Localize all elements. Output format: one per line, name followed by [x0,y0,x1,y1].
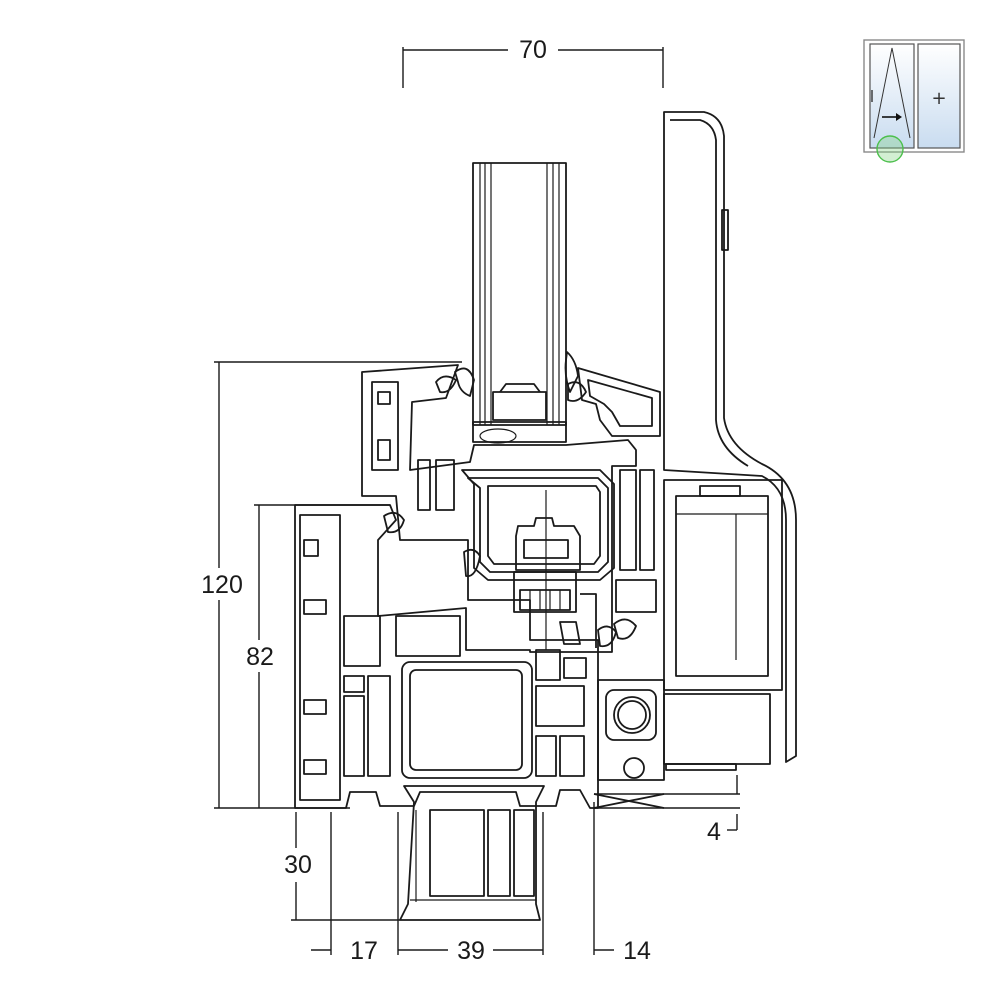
dimension-overlap: 4 [594,775,740,846]
dimension-overall-height: 120 [201,361,462,809]
glazing-bead [577,367,661,437]
dimension-top-width: 70 [402,36,664,88]
external-cover [663,111,797,763]
glass-unit [472,162,567,444]
window-thumbnail[interactable]: + [863,39,965,163]
dim-label-39: 39 [457,937,485,965]
dim-label-82: 82 [246,643,274,671]
plus-icon: + [931,88,946,109]
dimension-bottom-row: 17 39 14 [311,802,651,965]
dim-label-17: 17 [350,937,378,965]
hardware-assembly [513,490,597,650]
dim-label-14: 14 [623,937,651,965]
dim-label-4: 4 [707,818,721,846]
dim-label-70: 70 [519,36,547,64]
roller-hinge-area [593,679,771,809]
glazing-seals [435,351,587,402]
frame-profile [294,504,599,809]
highlight-marker-icon [876,135,904,163]
bottom-profile [399,785,545,921]
dim-label-30: 30 [284,851,312,879]
dim-label-120: 120 [201,571,243,599]
sash-profile [361,364,657,653]
frame-seals [383,511,637,648]
arrow-icon [896,113,902,121]
dimension-bottom-profile: 30 [284,812,400,921]
